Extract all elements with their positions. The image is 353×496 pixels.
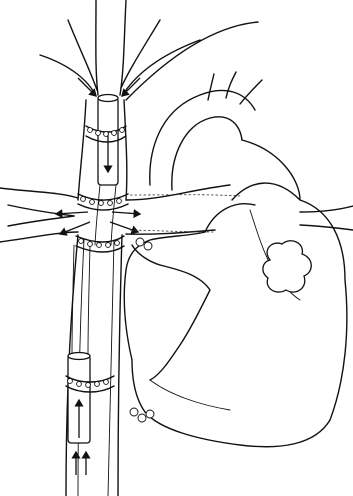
venous-cannula-lower: [68, 245, 90, 443]
brachiocephalic-veins: [40, 0, 258, 100]
heart: [124, 140, 353, 447]
venous-cannula-upper: [95, 95, 118, 246]
aorta: [130, 72, 262, 232]
suture-band-middle: [78, 194, 128, 210]
